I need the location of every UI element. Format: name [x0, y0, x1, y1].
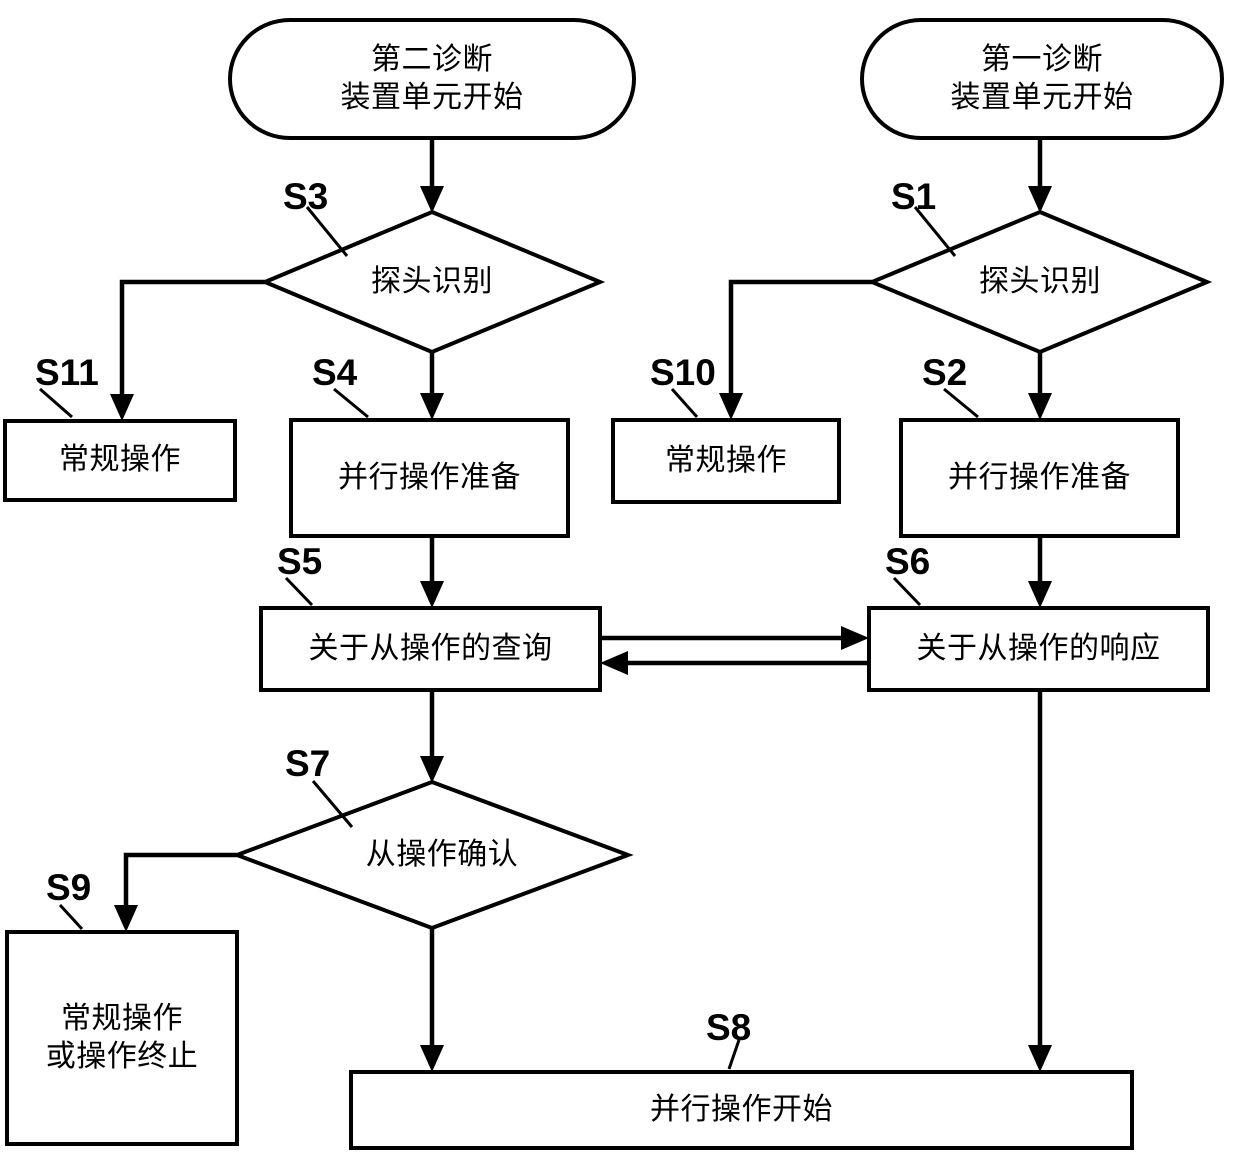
arrowhead-s1-to-s10 — [719, 393, 743, 420]
arrowhead-s4-to-s5 — [420, 581, 444, 608]
step-tag-s3: S3 — [283, 176, 329, 217]
arrowhead-s6-to-s5 — [600, 651, 628, 675]
arrowhead-s5-to-s6 — [841, 626, 869, 650]
step-tag-s2: S2 — [922, 352, 968, 393]
node-s9-shape — [5, 930, 239, 1146]
node-s10-shape — [611, 418, 841, 504]
arrowhead-s3-to-s11 — [110, 394, 134, 421]
arrowhead-s7-to-s8 — [420, 1045, 444, 1072]
node-s5-shape — [259, 606, 602, 692]
leader-s2 — [943, 387, 979, 419]
arrowhead-start-first-to-s1 — [1028, 186, 1052, 213]
node-s11-shape — [3, 419, 237, 502]
edge-s1-to-s10 — [728, 279, 872, 407]
step-tag-s8: S8 — [706, 1007, 752, 1048]
leader-s10 — [670, 388, 699, 418]
arrowhead-s6-to-s8 — [1028, 1045, 1052, 1072]
step-tag-s5: S5 — [277, 541, 323, 582]
step-tag-s10: S10 — [650, 352, 716, 393]
node-s1-shape — [866, 209, 1213, 355]
arrowhead-s1-to-s2 — [1028, 393, 1052, 420]
step-tag-s6: S6 — [885, 541, 931, 582]
arrowhead-start-second-to-s3 — [420, 186, 444, 213]
arrowhead-s7-to-s9 — [114, 905, 138, 932]
arrowhead-s5-to-s7 — [420, 756, 444, 783]
leader-s7 — [311, 780, 354, 828]
step-tag-s1: S1 — [891, 176, 937, 217]
node-s2-shape — [899, 418, 1180, 538]
leader-s8 — [727, 1039, 741, 1070]
step-tag-s11: S11 — [35, 352, 99, 393]
step-tag-s9: S9 — [46, 867, 92, 908]
leader-s1 — [913, 206, 957, 257]
step-tag-s7: S7 — [285, 743, 331, 784]
node-s4-shape — [289, 418, 570, 538]
leader-s4 — [333, 387, 369, 419]
leader-s5 — [284, 576, 314, 607]
node-s3-shape — [259, 209, 606, 355]
leader-s3 — [305, 206, 349, 257]
leader-s9 — [58, 903, 84, 931]
leader-s6 — [892, 576, 922, 607]
node-s8-shape — [349, 1070, 1134, 1150]
node-s7-shape — [231, 779, 634, 931]
step-tag-s4: S4 — [312, 352, 358, 393]
leader-s11 — [39, 387, 73, 419]
node-start-second-shape — [228, 18, 636, 140]
arrowhead-s3-to-s4 — [420, 393, 444, 420]
edge-s7-to-s9 — [123, 852, 237, 919]
node-start-first-shape — [860, 18, 1224, 140]
arrowhead-s2-to-s6 — [1028, 581, 1052, 608]
node-s6-shape — [867, 606, 1210, 692]
edge-s3-to-s11 — [119, 279, 265, 408]
